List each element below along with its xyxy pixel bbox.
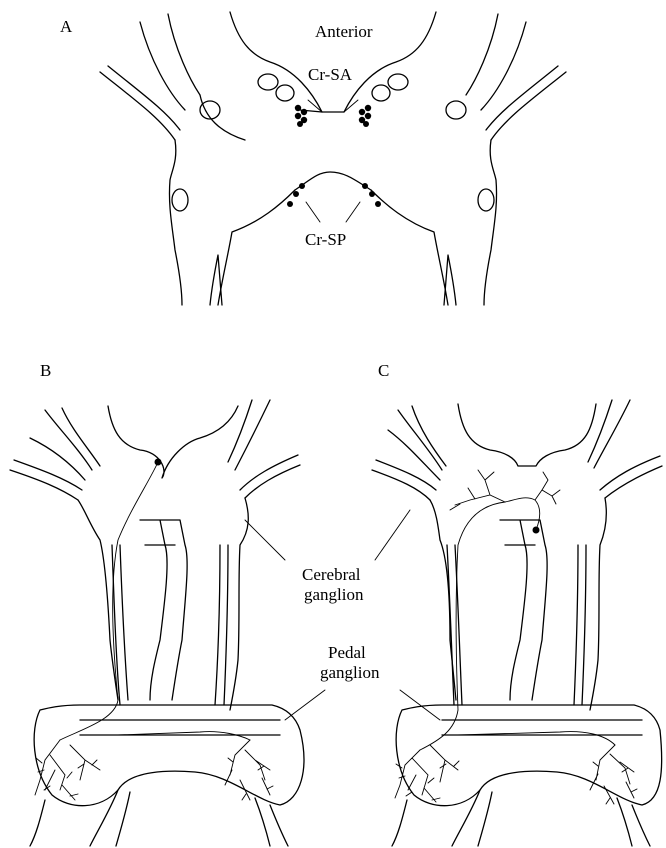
pedal-nerve [392, 800, 407, 846]
neuron-axon-b-branch [118, 732, 250, 740]
pedal-nerve [30, 800, 45, 846]
pedal-nerve [255, 798, 270, 846]
connective-a-left-inner [210, 255, 222, 305]
cerebral-ganglion-c [458, 404, 596, 466]
arborization-c-left [395, 745, 459, 802]
cr-sa-label: Cr-SA [308, 65, 353, 84]
nerve-right-upper-3 [466, 14, 498, 95]
cerebral-label-line1: Cerebral [302, 565, 361, 584]
cr-sa-cells [295, 105, 371, 127]
cell-outline [258, 74, 278, 90]
pedal-nerve [116, 792, 130, 846]
panel-b: B [10, 361, 325, 846]
cerebral-label-line2: ganglion [304, 585, 364, 604]
cr-sp-cells [287, 183, 381, 207]
nerve-right-upper-outer [491, 72, 566, 140]
ganglion-a-right-body [484, 140, 497, 305]
ganglion-a-right-lower [371, 190, 448, 305]
cerebral-ganglion-b-right [230, 498, 248, 710]
arborization-b-left [35, 740, 100, 800]
nerve [245, 465, 300, 498]
connective [574, 545, 578, 705]
inner-chamber-b [140, 520, 187, 700]
connective-a-right-inner [444, 255, 456, 305]
connective [215, 545, 220, 705]
cerebral-ganglion-c-right [590, 498, 606, 710]
panel-a: A Anterior [60, 12, 566, 305]
cell-outline [388, 74, 408, 90]
nerve [600, 456, 660, 490]
ganglion-a-left-edge [230, 12, 322, 112]
cr-sa-leader-right [344, 100, 358, 112]
nerve-right-upper-inner [486, 66, 558, 130]
panel-b-letter: B [40, 361, 51, 380]
cr-sp-leader-right [346, 202, 360, 222]
nerve-left-upper-inner [108, 66, 180, 130]
cell-outline [372, 85, 390, 101]
commissure-a-lower [295, 172, 371, 190]
nerve [10, 470, 78, 500]
cell-outline [172, 189, 188, 211]
cerebral-ganglion-b [108, 406, 238, 478]
nerve [372, 470, 430, 500]
pedal-nerve [452, 790, 480, 846]
nerve [240, 455, 298, 490]
inner-chamber-c [500, 520, 547, 700]
nerve [228, 400, 252, 462]
cr-sa-leader-left [308, 100, 322, 112]
cerebral-leader-b [245, 520, 285, 560]
neuron-axon-b [60, 462, 158, 740]
connective [582, 545, 586, 705]
connective [120, 545, 128, 700]
nerve [398, 410, 442, 470]
pedal-nerve [617, 798, 632, 846]
ganglion-a-left-body [169, 140, 182, 305]
pedal-nerve [90, 790, 118, 846]
panel-c: C [372, 361, 662, 846]
panel-c-letter: C [378, 361, 389, 380]
connective [224, 545, 228, 705]
pedal-label-line1: Pedal [328, 643, 366, 662]
arborization-b-right [225, 740, 273, 800]
panel-a-letter: A [60, 17, 73, 36]
ganglion-a-left-lower [218, 190, 295, 305]
neuron-axon-c-branch [458, 732, 615, 745]
cell-outline [478, 189, 494, 211]
arborization-c-right [590, 745, 637, 804]
nerve-left-upper-outer [100, 72, 175, 140]
cr-sp-leader-left [306, 202, 320, 222]
anterior-label: Anterior [315, 22, 373, 41]
nerve [30, 438, 85, 480]
pedal-nerve [270, 805, 288, 846]
connective [447, 545, 454, 705]
pedal-nerve [632, 805, 650, 846]
nerve [605, 466, 662, 498]
cerebral-ganglion-b-left [78, 500, 118, 700]
cerebral-leader-c [375, 510, 410, 560]
cr-sp-label: Cr-SP [305, 230, 346, 249]
nerve-left-upper-3 [168, 14, 200, 95]
pedal-leader-b [285, 690, 325, 720]
cell-outline [276, 85, 294, 101]
cell-outline [446, 101, 466, 119]
pedal-label-line2: ganglion [320, 663, 380, 682]
pedal-nerve [478, 792, 492, 846]
arborization-c-upper [450, 470, 560, 510]
nerve [588, 400, 612, 462]
